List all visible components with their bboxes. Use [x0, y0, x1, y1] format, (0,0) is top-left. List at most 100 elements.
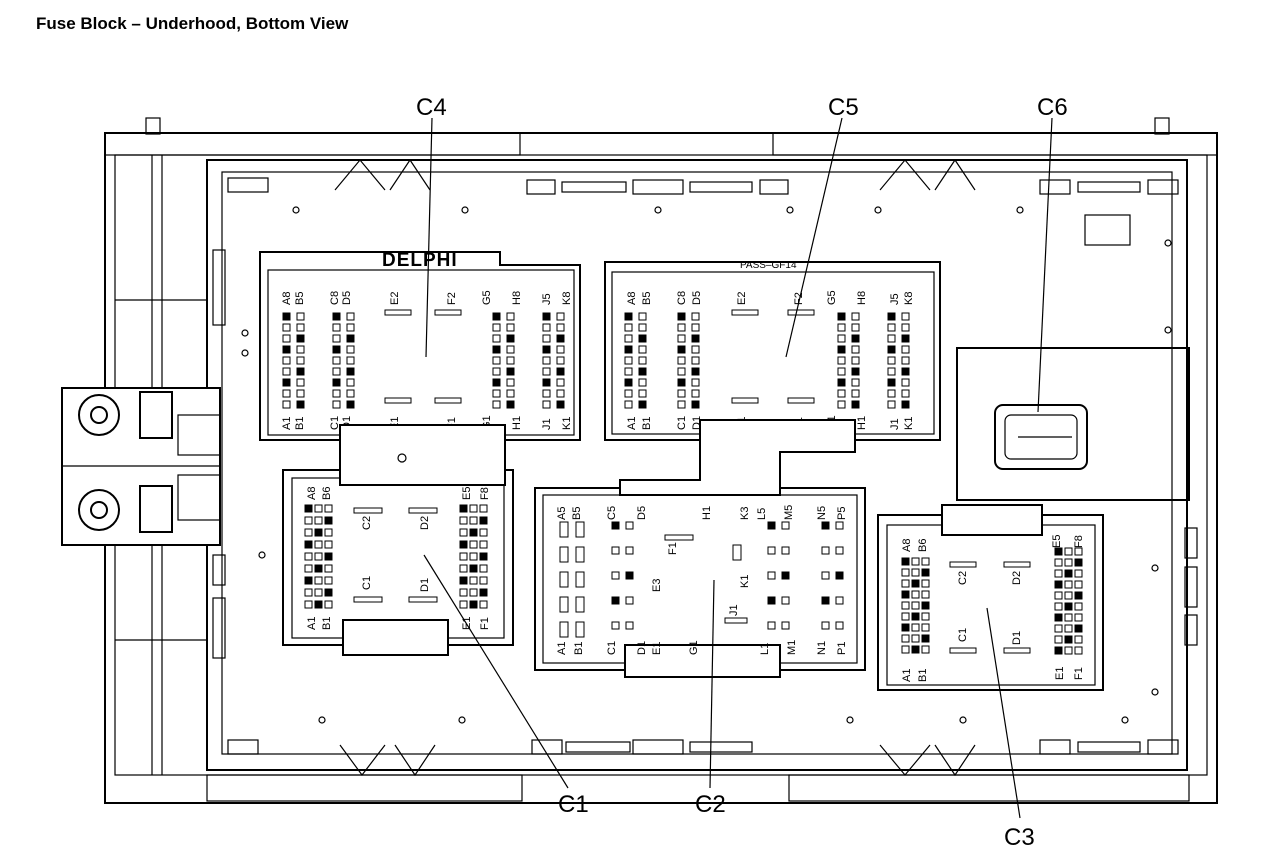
pin-cavity	[625, 546, 634, 555]
pin-label: M5	[783, 505, 795, 520]
pin-cavity	[691, 323, 700, 332]
pin-label: K1	[561, 417, 573, 430]
pin-cavity	[837, 356, 846, 365]
pin-cavity	[314, 540, 323, 549]
pin-cavity	[851, 334, 860, 343]
pin-cavity	[851, 400, 860, 409]
callout-c6: C6	[1037, 94, 1068, 121]
pin-cavity	[492, 323, 501, 332]
pin-cavity	[542, 323, 551, 332]
pin-cavity	[492, 312, 501, 321]
pin-cavity	[887, 356, 896, 365]
pin-label: B5	[294, 292, 306, 305]
pin-cavity	[506, 323, 515, 332]
pin-cavity	[542, 345, 551, 354]
pin-label: D5	[691, 291, 703, 305]
pin-cavity	[324, 600, 333, 609]
pin-cavity	[332, 345, 341, 354]
pin-cavity	[459, 564, 468, 573]
pin-label: A8	[281, 292, 293, 305]
pin-cavity	[921, 601, 930, 610]
terminal-slot	[434, 309, 462, 316]
pin-cavity	[346, 345, 355, 354]
terminal-slot	[1003, 561, 1031, 568]
pin-label: E5	[461, 487, 473, 500]
terminal-slot	[731, 397, 759, 404]
pin-cavity	[506, 312, 515, 321]
pin-cavity	[901, 312, 910, 321]
pin-cavity	[314, 504, 323, 513]
pin-cavity	[346, 367, 355, 376]
terminal-slot	[575, 621, 585, 638]
pin-label: K3	[739, 507, 751, 520]
pin-cavity	[492, 367, 501, 376]
pin-cavity	[304, 564, 313, 573]
pin-cavity	[332, 367, 341, 376]
pin-cavity	[479, 540, 488, 549]
pin-cavity	[677, 367, 686, 376]
pin-cavity	[282, 334, 291, 343]
pin-cavity	[332, 312, 341, 321]
pin-cavity	[851, 312, 860, 321]
pin-label: C2	[957, 571, 969, 585]
pin-label: C1	[329, 416, 341, 430]
pin-cavity	[542, 400, 551, 409]
pin-cavity	[296, 378, 305, 387]
pin-label: B1	[321, 617, 333, 630]
pin-cavity	[556, 378, 565, 387]
pin-cavity	[851, 356, 860, 365]
pin-cavity	[296, 312, 305, 321]
pin-cavity	[1064, 646, 1073, 655]
pin-cavity	[887, 378, 896, 387]
pin-label: L1	[759, 643, 771, 655]
pin-cavity	[506, 334, 515, 343]
pin-label: B6	[321, 487, 333, 500]
pin-label: K1	[739, 575, 751, 588]
callout-c4: C4	[416, 94, 447, 121]
page-title: Fuse Block – Underhood, Bottom View	[36, 14, 349, 33]
pin-cavity	[479, 576, 488, 585]
pin-cavity	[1054, 602, 1063, 611]
pin-cavity	[459, 540, 468, 549]
pin-label: G1	[688, 640, 700, 655]
pin-cavity	[492, 356, 501, 365]
pin-cavity	[835, 621, 844, 630]
pin-cavity	[677, 356, 686, 365]
pin-cavity	[324, 552, 333, 561]
pin-cavity	[901, 634, 910, 643]
pin-cavity	[611, 596, 620, 605]
pin-cavity	[638, 367, 647, 376]
pin-cavity	[542, 356, 551, 365]
pin-cavity	[332, 323, 341, 332]
terminal-slot	[384, 397, 412, 404]
pin-cavity	[911, 634, 920, 643]
pin-label: D1	[419, 578, 431, 592]
pin-cavity	[835, 571, 844, 580]
pin-cavity	[901, 601, 910, 610]
pin-label: B1	[917, 669, 929, 682]
pin-label: B1	[641, 417, 653, 430]
terminal-slot	[559, 546, 569, 563]
pin-label: E3	[651, 579, 663, 592]
pin-cavity	[767, 596, 776, 605]
pin-cavity	[314, 576, 323, 585]
pin-cavity	[851, 323, 860, 332]
pin-cavity	[479, 564, 488, 573]
pin-cavity	[921, 568, 930, 577]
pin-label: C5	[606, 506, 618, 520]
connector-c6	[956, 347, 1190, 501]
pin-cavity	[492, 334, 501, 343]
pin-label: H1	[856, 416, 868, 430]
pin-cavity	[282, 356, 291, 365]
pin-cavity	[479, 552, 488, 561]
pin-cavity	[767, 546, 776, 555]
pin-cavity	[1064, 613, 1073, 622]
pin-cavity	[837, 389, 846, 398]
pin-cavity	[1074, 591, 1083, 600]
pin-cavity	[921, 623, 930, 632]
terminal-slot	[408, 507, 438, 514]
pin-cavity	[324, 540, 333, 549]
